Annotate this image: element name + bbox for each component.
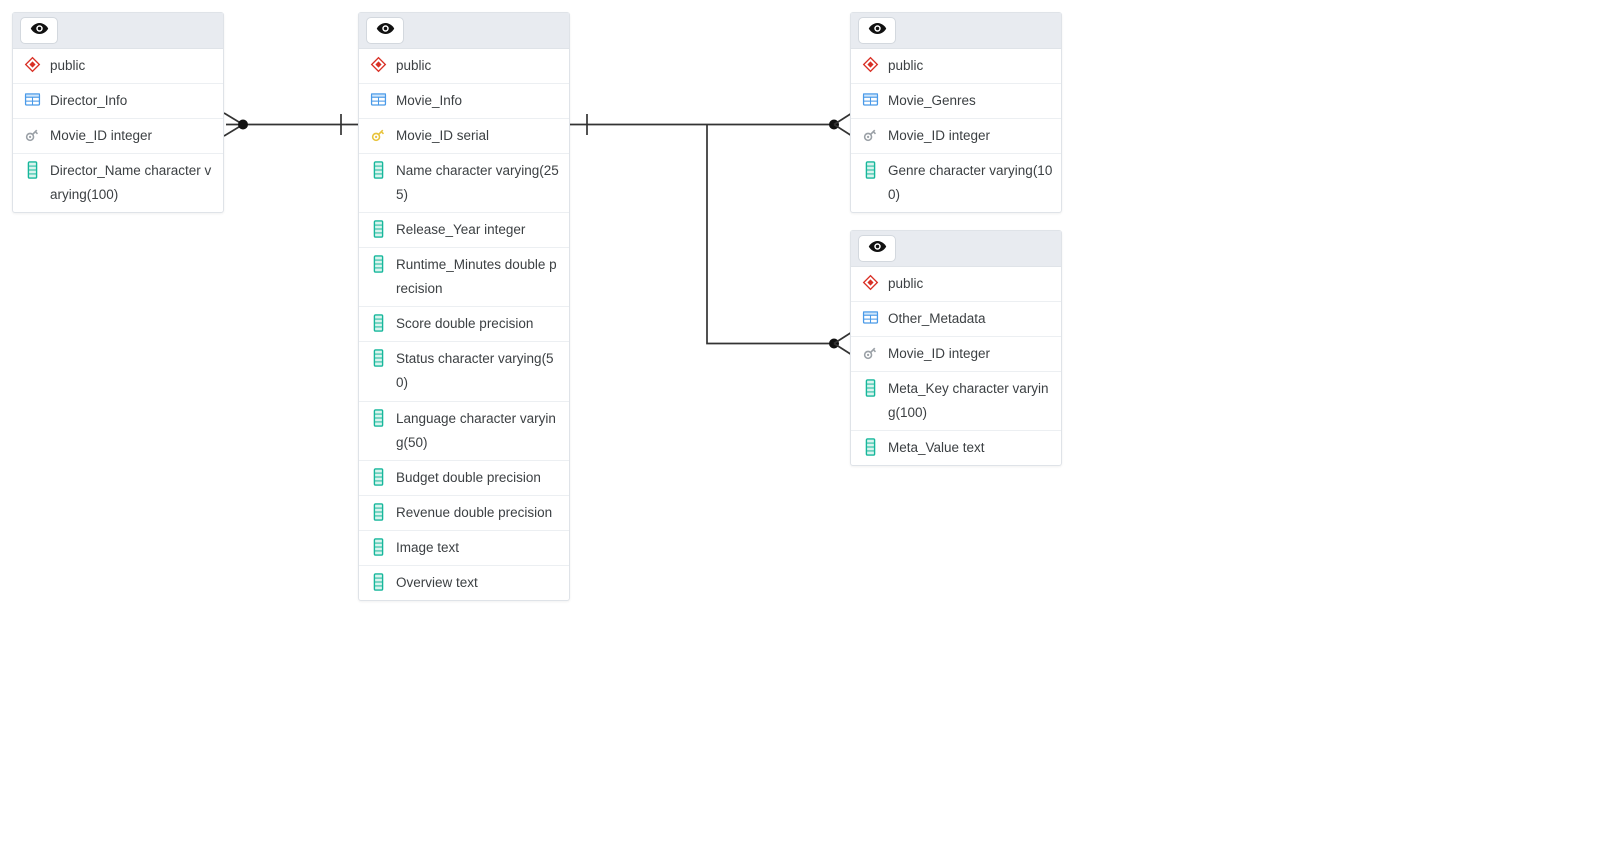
column-row[interactable]: Movie_ID serial — [359, 119, 569, 154]
schema-row-label: public — [888, 58, 924, 73]
column-icon — [369, 467, 387, 486]
eye-icon — [868, 237, 887, 261]
table-name-row[interactable]: Movie_Info — [359, 84, 569, 119]
eye-icon — [30, 19, 49, 43]
primary-key-icon — [369, 125, 387, 144]
column-row[interactable]: Release_Year integer — [359, 213, 569, 248]
foreign-key-icon — [23, 125, 41, 144]
column-icon — [369, 313, 387, 332]
column-row-label: Meta_Key character varying(100) — [888, 381, 1049, 420]
column-row-label: Name character varying(255) — [396, 163, 559, 202]
column-row[interactable]: Movie_ID integer — [13, 119, 223, 154]
column-row-label: Status character varying(50) — [396, 351, 554, 390]
column-row[interactable]: Score double precision — [359, 307, 569, 342]
column-row[interactable]: Language character varying(50) — [359, 402, 569, 461]
column-icon — [369, 160, 387, 179]
schema-row[interactable]: public — [359, 49, 569, 84]
column-icon — [861, 437, 879, 456]
table-name-row[interactable]: Movie_Genres — [851, 84, 1061, 119]
table-grid-icon — [369, 90, 387, 109]
column-row[interactable]: Budget double precision — [359, 461, 569, 496]
column-row[interactable]: Director_Name character varying(100) — [13, 154, 223, 212]
column-row-label: Genre character varying(100) — [888, 163, 1053, 202]
column-row[interactable]: Overview text — [359, 566, 569, 600]
table-name-row[interactable]: Other_Metadata — [851, 302, 1061, 337]
table-header-movie-info — [359, 13, 569, 49]
column-icon — [861, 160, 879, 179]
column-row[interactable]: Movie_ID integer — [851, 337, 1061, 372]
eye-icon — [868, 19, 887, 43]
column-row[interactable]: Status character varying(50) — [359, 342, 569, 402]
table-name-row-label: Movie_Genres — [888, 93, 976, 108]
schema-diamond-icon — [369, 55, 387, 74]
table-header-director-info — [13, 13, 223, 49]
column-row-label: Overview text — [396, 575, 478, 590]
schema-diamond-icon — [23, 55, 41, 74]
column-row-label: Image text — [396, 540, 460, 555]
column-row-label: Runtime_Minutes double precision — [396, 257, 557, 296]
column-icon — [369, 348, 387, 367]
column-row[interactable]: Name character varying(255) — [359, 154, 569, 213]
edge-movie-info-other-metadata — [706, 124, 853, 356]
schema-diamond-icon — [861, 273, 879, 292]
toggle-visibility-button-director-info[interactable] — [20, 17, 58, 44]
schema-diamond-icon — [861, 55, 879, 74]
table-name-row-label: Movie_Info — [396, 93, 463, 108]
column-icon — [861, 378, 879, 397]
column-icon — [369, 502, 387, 521]
foreign-key-icon — [861, 343, 879, 362]
schema-row-label: public — [888, 276, 924, 291]
column-icon — [369, 408, 387, 427]
column-row-label: Release_Year integer — [396, 222, 526, 237]
column-row-label: Movie_ID integer — [50, 128, 153, 143]
column-icon — [23, 160, 41, 179]
toggle-visibility-button-movie-info[interactable] — [366, 17, 404, 44]
schema-row[interactable]: public — [851, 267, 1061, 302]
column-row-label: Budget double precision — [396, 470, 541, 485]
column-row-label: Revenue double precision — [396, 505, 553, 520]
column-row[interactable]: Revenue double precision — [359, 496, 569, 531]
toggle-visibility-button-movie-genres[interactable] — [858, 17, 896, 44]
schema-row[interactable]: public — [13, 49, 223, 84]
column-row-label: Director_Name character varying(100) — [50, 163, 212, 202]
column-row[interactable]: Genre character varying(100) — [851, 154, 1061, 212]
edge-director-info-movie-info — [223, 112, 358, 137]
table-name-row-label: Other_Metadata — [888, 311, 986, 326]
edge-movie-info-movie-genres — [570, 112, 853, 137]
column-icon — [369, 254, 387, 273]
table-header-other-metadata — [851, 231, 1061, 267]
schema-row-label: public — [50, 58, 86, 73]
column-row[interactable]: Runtime_Minutes double precision — [359, 248, 569, 307]
table-grid-icon — [861, 90, 879, 109]
column-row-label: Meta_Value text — [888, 440, 985, 455]
schema-row[interactable]: public — [851, 49, 1061, 84]
column-icon — [369, 537, 387, 556]
column-row-label: Score double precision — [396, 316, 534, 331]
table-grid-icon — [23, 90, 41, 109]
column-row[interactable]: Movie_ID integer — [851, 119, 1061, 154]
table-name-row-label: Director_Info — [50, 93, 128, 108]
column-row[interactable]: Image text — [359, 531, 569, 566]
column-icon — [369, 572, 387, 591]
toggle-visibility-button-other-metadata[interactable] — [858, 235, 896, 262]
column-row[interactable]: Meta_Value text — [851, 431, 1061, 465]
schema-row-label: public — [396, 58, 432, 73]
foreign-key-icon — [861, 125, 879, 144]
table-name-row[interactable]: Director_Info — [13, 84, 223, 119]
column-row[interactable]: Meta_Key character varying(100) — [851, 372, 1061, 431]
column-row-label: Movie_ID integer — [888, 346, 991, 361]
table-header-movie-genres — [851, 13, 1061, 49]
column-row-label: Movie_ID serial — [396, 128, 490, 143]
eye-icon — [376, 19, 395, 43]
column-row-label: Movie_ID integer — [888, 128, 991, 143]
column-row-label: Language character varying(50) — [396, 411, 556, 450]
column-icon — [369, 219, 387, 238]
table-grid-icon — [861, 308, 879, 327]
